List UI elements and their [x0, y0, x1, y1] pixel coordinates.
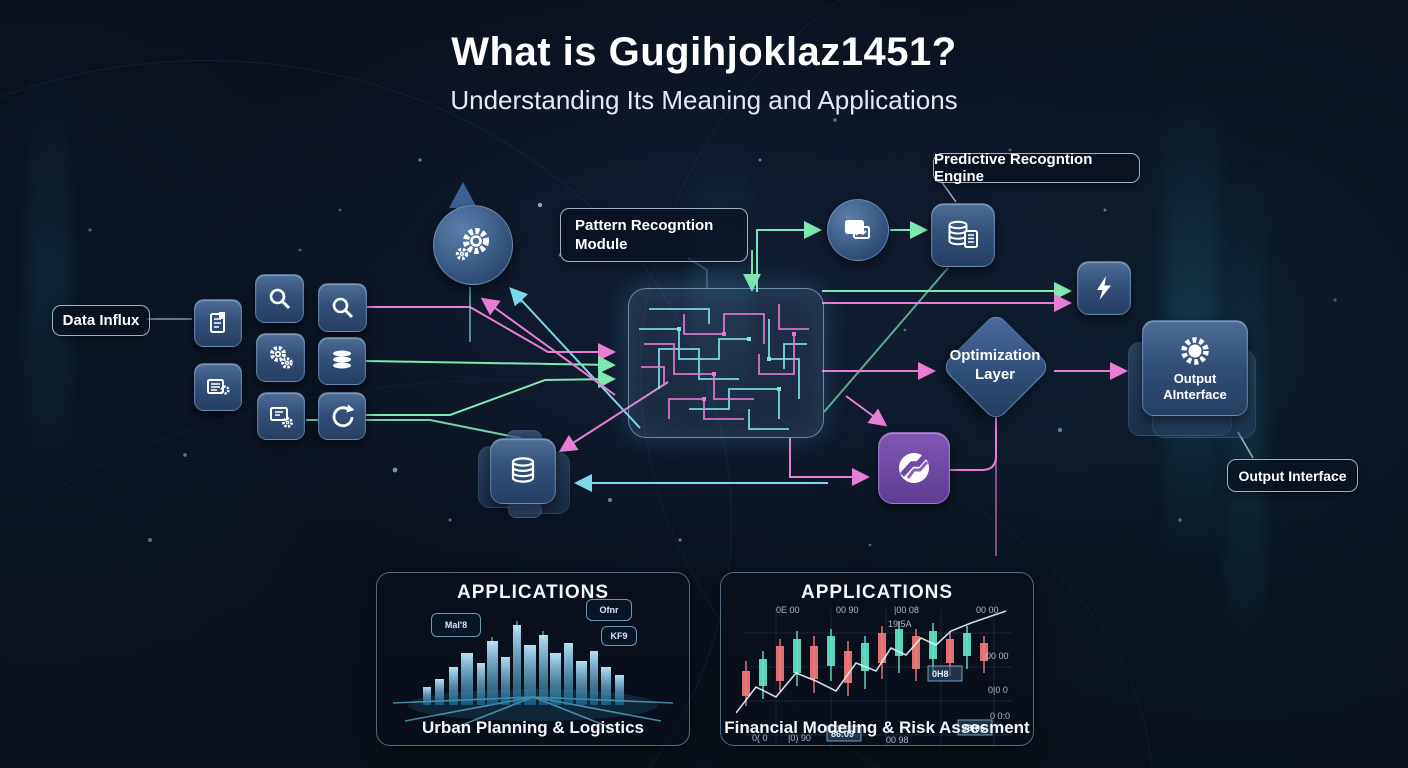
svg-text:86:09: 86:09 [831, 729, 854, 739]
card-caption: Urban Planning & Logistics [422, 718, 644, 737]
lightning-icon [1097, 276, 1111, 300]
data-influx-text: Data Influx [62, 312, 140, 329]
tile-gears [256, 333, 305, 382]
svg-text:19:5A: 19:5A [888, 619, 912, 629]
svg-text:|0) 90: |0) 90 [788, 733, 811, 743]
city-bubble: KF9 [601, 626, 637, 646]
svg-text:0 0:0: 0 0:0 [990, 711, 1010, 721]
city-bubble: MaI'8 [431, 613, 481, 637]
pattern-module-callout: Pattern Recogntion Module [560, 208, 748, 262]
tile-split-circle [878, 432, 950, 504]
card-header: APPLICATIONS [456, 582, 610, 603]
tile-output-interface: Output AInterface [1142, 320, 1248, 416]
svg-text:0|0 0: 0|0 0 [988, 685, 1008, 695]
tile-monitor [257, 392, 305, 440]
database-stack-icon [511, 457, 535, 483]
circuit-maze [639, 304, 809, 430]
card-header: APPLICATIONS [800, 582, 954, 603]
pin-pointer [449, 182, 477, 208]
svg-text:00 00: 00 00 [986, 651, 1009, 661]
tile-report [194, 363, 242, 411]
sun-gear-icon [1181, 337, 1209, 366]
glow-streak [28, 60, 70, 480]
output-callout-text: Output Interface [1238, 467, 1347, 484]
svg-text:00 98: 00 98 [886, 735, 909, 745]
document-icon [210, 312, 225, 333]
predictive-engine-callout: Predictive Recogntion Engine [933, 151, 1140, 185]
optimization-line1: Optimization [949, 347, 1041, 365]
applications-card-urban: APPLICATIONS [376, 572, 690, 746]
monitor-gear-icon [269, 406, 293, 428]
tile-database-engine [931, 203, 995, 267]
svg-text:0( 0: 0( 0 [752, 733, 768, 743]
tile-search-b [318, 283, 367, 332]
gear-pin-node [433, 205, 513, 285]
svg-text:98:06: 98:06 [962, 723, 985, 733]
database-icon [333, 350, 351, 369]
tile-document [194, 299, 242, 347]
pattern-module-line1: Pattern Recogntion [575, 216, 714, 234]
split-circle-icon [899, 453, 929, 483]
card-caption: Financial Modeling & Risk Assesment [724, 718, 1030, 737]
tile-lightning [1077, 261, 1131, 315]
svg-text:0E 00: 0E 00 [776, 605, 800, 615]
search-icon [269, 288, 290, 309]
bubble-text: KF9 [610, 631, 628, 641]
candlestick-chart: 0E 00 00 90 |00 08 00 00 19:5A 00 00 0|0 0 0 0:… [736, 605, 1012, 747]
bubble-text: MaI'8 [444, 620, 468, 630]
data-influx-label: Data Influx [52, 305, 150, 336]
gear-pin-icon [455, 228, 489, 261]
tile-database-stack [490, 438, 556, 504]
tile-search-a [255, 274, 304, 323]
output-box-line2: AInterface [1163, 387, 1227, 402]
search-icon [332, 297, 353, 318]
city-bubble: Ofnr [586, 599, 632, 621]
output-interface-callout: Output Interface [1227, 459, 1358, 492]
pattern-module-line2: Module [575, 236, 628, 253]
tile-refresh [318, 392, 366, 440]
optimization-line2: Layer [974, 366, 1016, 383]
output-interface-node: Output AInterface [1128, 316, 1258, 438]
page-subtitle: Understanding Its Meaning and Applicatio… [450, 85, 958, 115]
predictive-engine-text: Predictive Recogntion Engine [934, 151, 1093, 185]
optimization-label: Optimization Layer [933, 338, 1057, 394]
media-node [827, 199, 889, 261]
neural-chip [628, 288, 824, 438]
report-icon [207, 379, 230, 395]
svg-text:|00 08: |00 08 [894, 605, 919, 615]
database-document-icon [948, 220, 978, 248]
svg-text:0H8: 0H8 [932, 669, 949, 679]
page-title: What is Gugihjoklaz1451? [451, 30, 957, 74]
svg-text:00 00: 00 00 [976, 605, 999, 615]
gears-icon [269, 345, 293, 369]
tile-database [318, 337, 366, 385]
output-box-line1: Output [1173, 371, 1217, 387]
city-illustration [392, 621, 674, 727]
media-icon [845, 220, 870, 239]
svg-text:00 90: 00 90 [836, 605, 859, 615]
bubble-text: Ofnr [599, 605, 619, 615]
stack-layer-tab [508, 502, 542, 518]
database-stack-node [478, 430, 570, 518]
refresh-icon [332, 404, 355, 428]
